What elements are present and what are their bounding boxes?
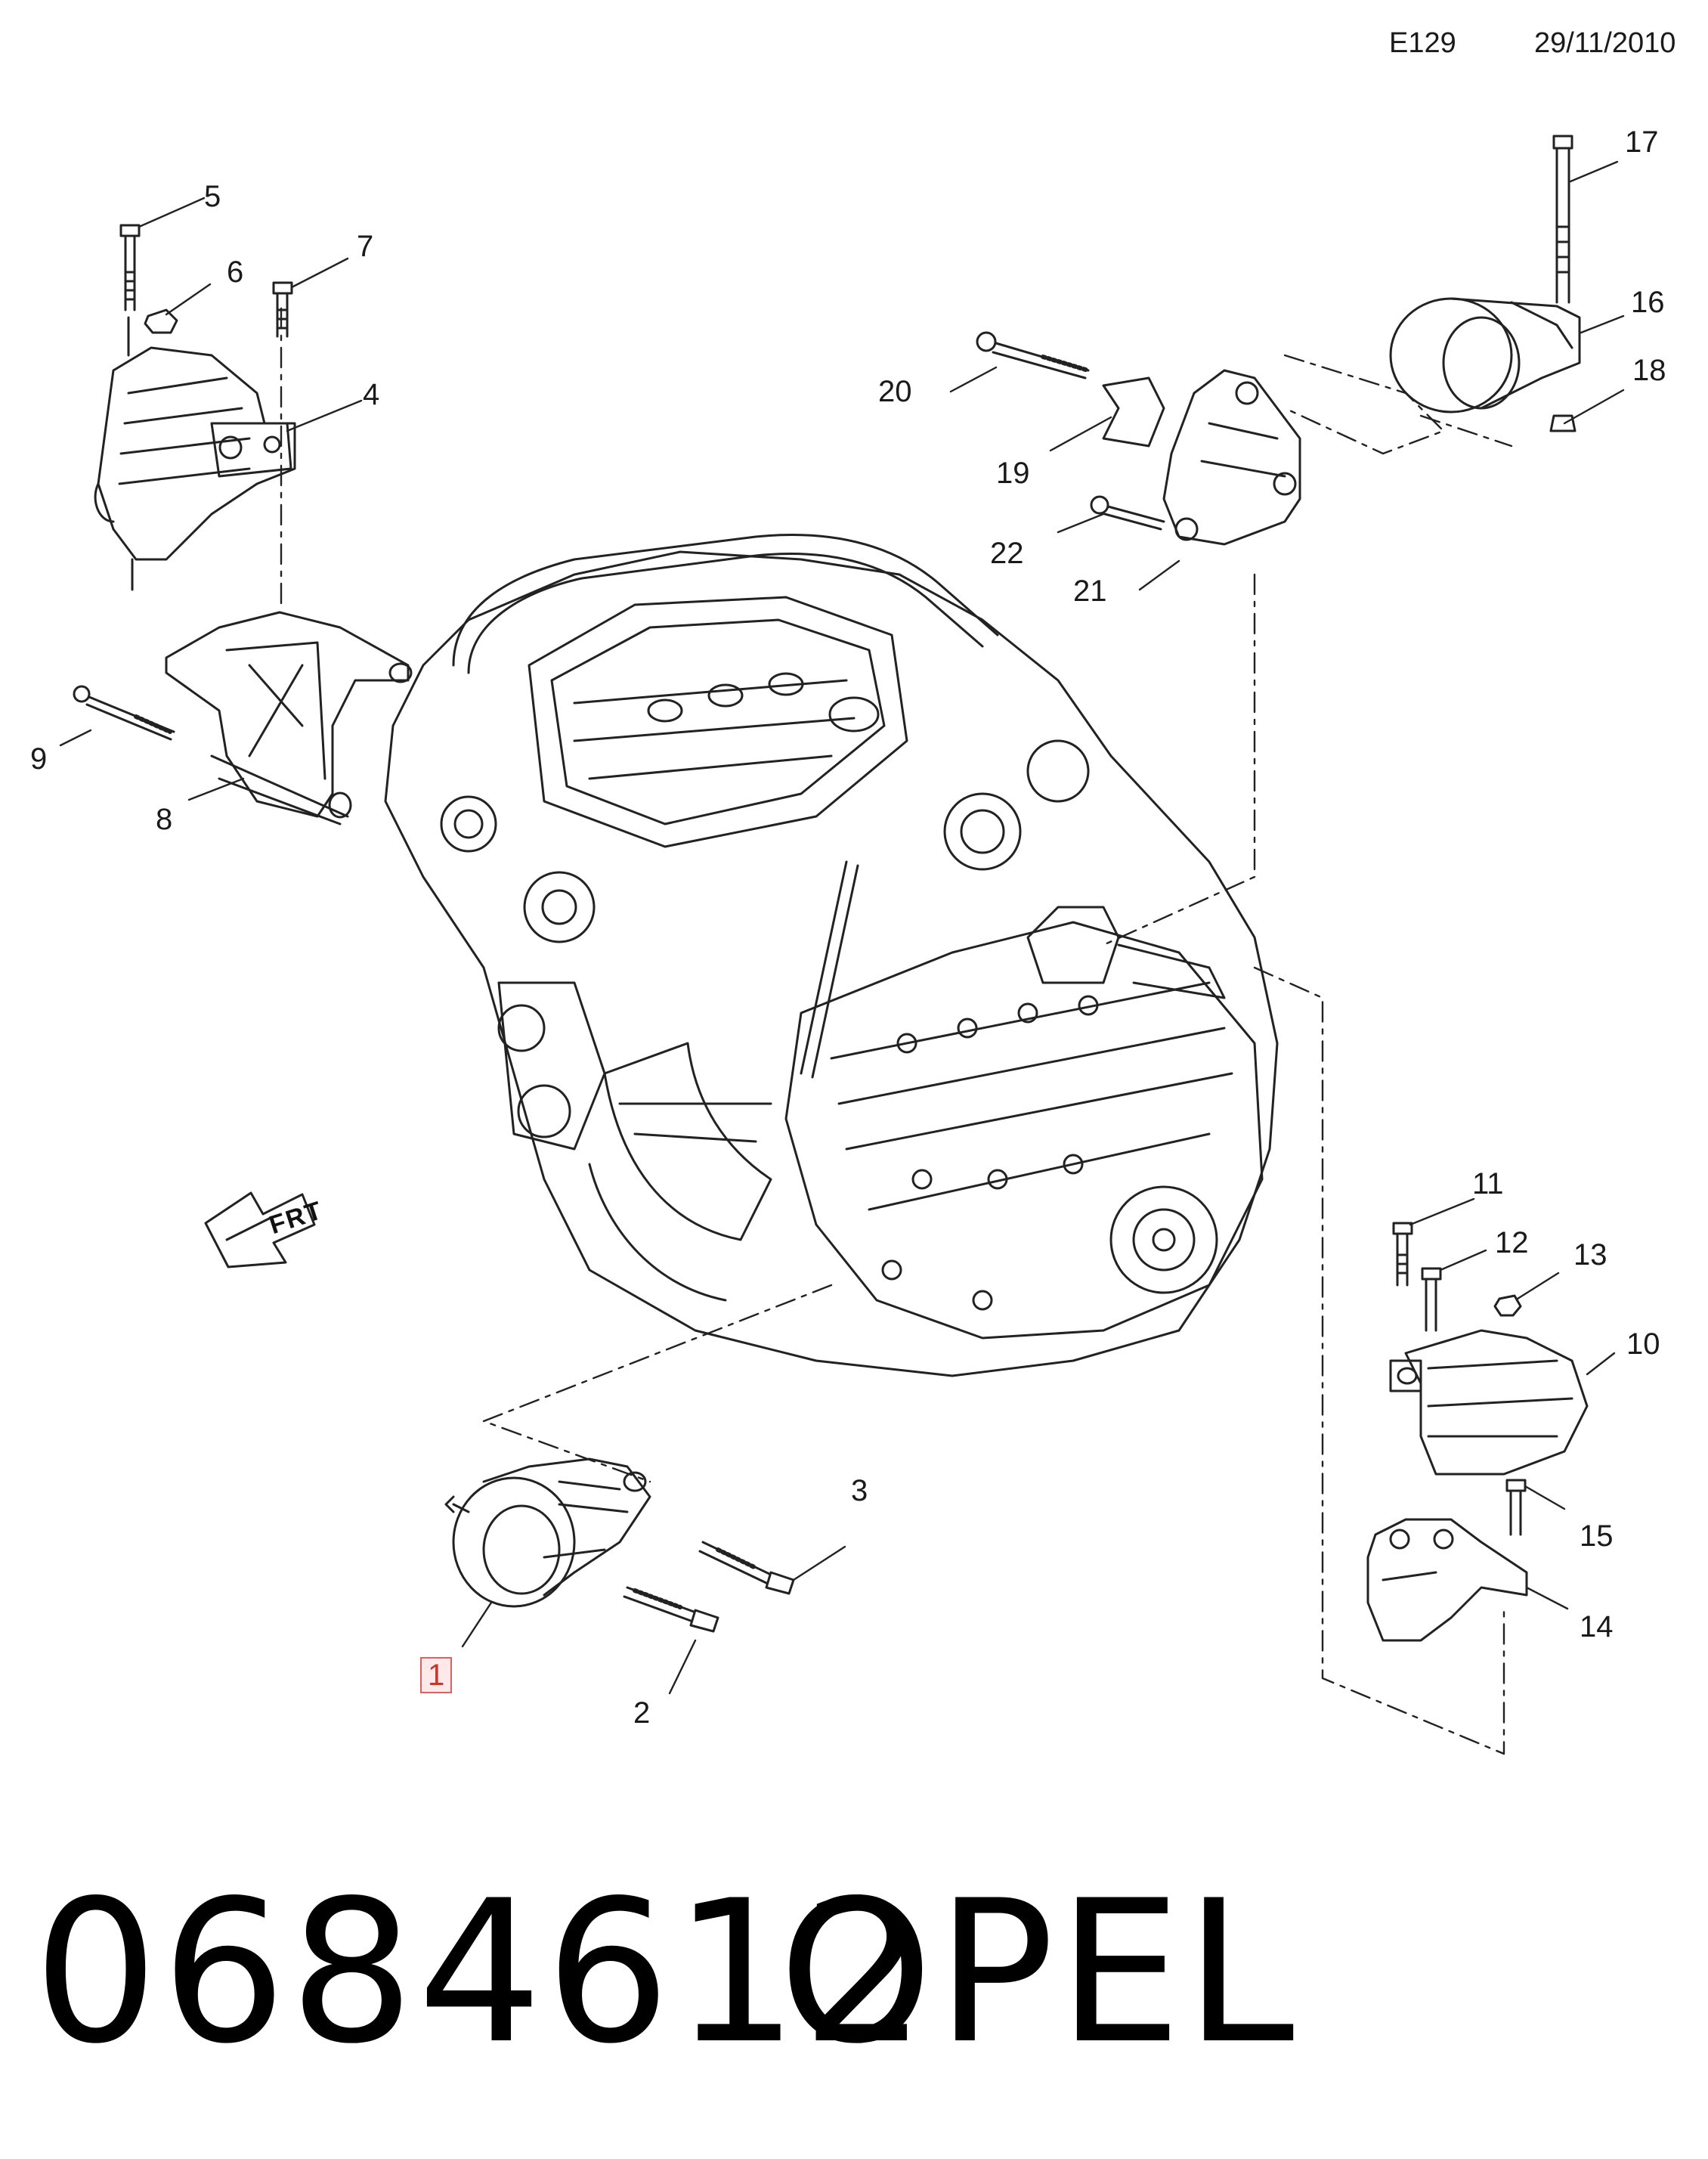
clip-part-19 xyxy=(1102,376,1165,448)
part-number: 0684612 xyxy=(33,1859,930,2087)
callout-12[interactable]: 12 xyxy=(1495,1226,1529,1259)
callout-22[interactable]: 22 xyxy=(990,537,1024,570)
callout-2[interactable]: 2 xyxy=(633,1696,651,1730)
callout-8[interactable]: 8 xyxy=(156,803,173,836)
bolt-part-5 xyxy=(119,224,141,311)
bolt-part-3 xyxy=(698,1541,795,1595)
callout-21[interactable]: 21 xyxy=(1073,575,1107,608)
bolt-part-11 xyxy=(1392,1222,1413,1287)
bolt-part-15 xyxy=(1505,1479,1527,1536)
nut-part-13 xyxy=(1493,1294,1522,1317)
bolt-part-7 xyxy=(272,281,293,338)
callout-17[interactable]: 17 xyxy=(1625,125,1659,159)
callout-13[interactable]: 13 xyxy=(1573,1238,1607,1272)
engine-transmission-assembly xyxy=(384,534,1279,1377)
callout-7[interactable]: 7 xyxy=(357,230,374,263)
front-direction-arrow xyxy=(204,1191,316,1268)
callout-18[interactable]: 18 xyxy=(1632,354,1666,387)
callout-leader-lines xyxy=(59,160,1625,1695)
callout-4[interactable]: 4 xyxy=(363,378,380,411)
assembly-leader-lines xyxy=(280,307,1513,1755)
bolt-part-17 xyxy=(1552,135,1573,304)
brand-name: OPEL xyxy=(778,1859,1298,2087)
bolt-part-20 xyxy=(976,331,1091,379)
callout-16[interactable]: 16 xyxy=(1631,286,1665,319)
nut-part-6 xyxy=(144,308,178,334)
bolt-part-9 xyxy=(73,685,175,741)
callout-3[interactable]: 3 xyxy=(851,1474,868,1507)
diagram-date: 29/11/2010 xyxy=(1534,27,1676,59)
callout-5[interactable]: 5 xyxy=(204,180,221,213)
bolt-part-2 xyxy=(623,1586,719,1633)
callout-11[interactable]: 11 xyxy=(1472,1167,1504,1200)
callout-1-highlighted[interactable]: 1 xyxy=(420,1657,453,1693)
engine-mount-part-1 xyxy=(444,1457,651,1608)
callout-19[interactable]: 19 xyxy=(996,457,1030,490)
bolt-part-22 xyxy=(1090,495,1165,531)
transmission-mount-part-10 xyxy=(1389,1329,1589,1476)
nut-part-18 xyxy=(1549,414,1576,432)
mount-bracket-part-8 xyxy=(165,611,413,826)
callout-6[interactable]: 6 xyxy=(227,256,244,289)
engine-mount-part-16 xyxy=(1389,297,1581,414)
callout-10[interactable]: 10 xyxy=(1626,1327,1660,1361)
bolt-part-12 xyxy=(1421,1267,1442,1332)
engine-mount-part-4 xyxy=(94,316,296,591)
diagram-code: E129 xyxy=(1389,27,1456,59)
bracket-part-21 xyxy=(1162,369,1301,546)
callout-20[interactable]: 20 xyxy=(878,375,912,408)
callout-15[interactable]: 15 xyxy=(1580,1519,1614,1553)
bracket-part-14 xyxy=(1366,1518,1528,1642)
callout-14[interactable]: 14 xyxy=(1580,1610,1614,1643)
callout-9[interactable]: 9 xyxy=(30,742,48,776)
